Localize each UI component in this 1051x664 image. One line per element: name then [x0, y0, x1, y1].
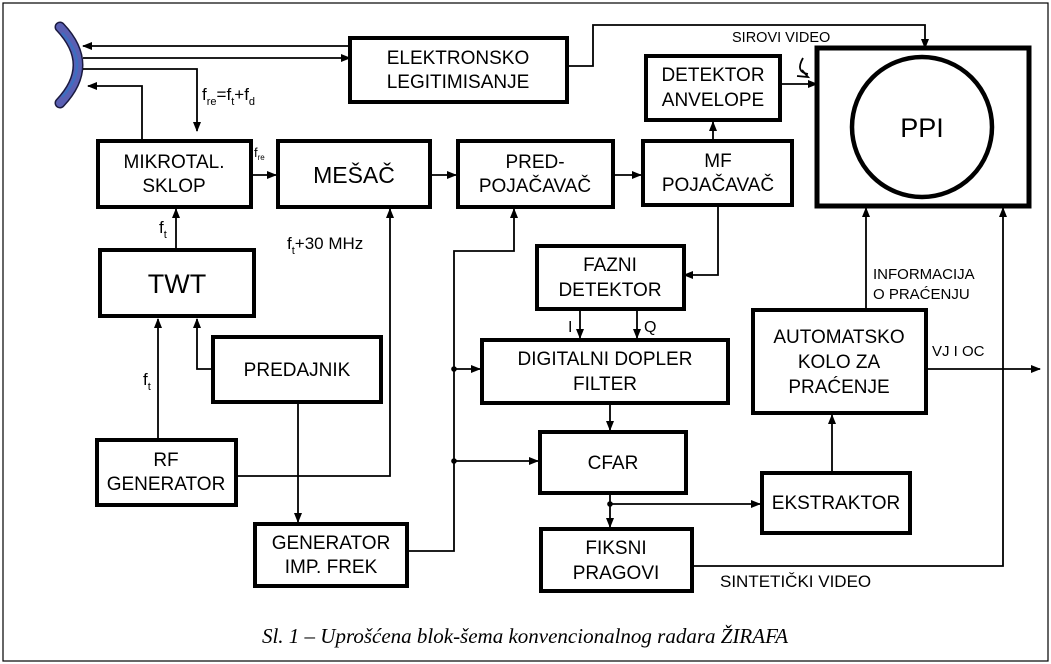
- label-ft-twt-out: ft: [159, 218, 167, 241]
- label-vj-i-oc: VJ I OC: [932, 343, 985, 360]
- signal-wires: [82, 24, 1041, 567]
- antenna-icon: [54, 21, 84, 109]
- block-ekstraktor: EKSTRAKTOR: [760, 471, 912, 535]
- svg-text:GENERATOR: GENERATOR: [107, 474, 226, 495]
- svg-text:ELEKTRONSKO: ELEKTRONSKO: [387, 48, 530, 69]
- svg-text:DIGITALNI DOPLER: DIGITALNI DOPLER: [518, 349, 693, 370]
- svg-text:PPI: PPI: [900, 113, 944, 143]
- svg-text:KOLO ZA: KOLO ZA: [798, 352, 881, 373]
- block-fazni-detektor: FAZNI DETEKTOR: [535, 244, 686, 311]
- block-rf-generator: RF GENERATOR: [95, 438, 238, 507]
- block-digitalni-dopler-filter: DIGITALNI DOPLER FILTER: [480, 338, 730, 405]
- svg-text:ANVELOPE: ANVELOPE: [662, 90, 764, 111]
- svg-text:PRED-: PRED-: [505, 152, 564, 173]
- label-i-output: I: [568, 319, 572, 336]
- svg-text:DETEKTOR: DETEKTOR: [661, 65, 764, 86]
- block-mikrotal-sklop: MIKROTAL. SKLOP: [96, 139, 253, 209]
- label-ft-30mhz: ft+30 MHz: [287, 234, 363, 257]
- block-cfar: CFAR: [538, 430, 688, 495]
- svg-text:DETEKTOR: DETEKTOR: [558, 280, 661, 301]
- svg-text:POJAČAVAČ: POJAČAVAČ: [662, 174, 774, 196]
- svg-text:GENERATOR: GENERATOR: [272, 533, 391, 554]
- svg-text:FIKSNI: FIKSNI: [585, 538, 646, 559]
- svg-text:FILTER: FILTER: [573, 374, 637, 395]
- svg-text:CFAR: CFAR: [588, 453, 639, 474]
- svg-text:FAZNI: FAZNI: [583, 255, 637, 276]
- label-sinteticki-video: SINTETIČKI VIDEO: [720, 572, 871, 591]
- block-pred-pojacavac: PRED- POJAČAVAČ: [456, 139, 615, 209]
- block-fiksni-pragovi: FIKSNI PRAGOVI: [539, 527, 694, 593]
- block-elektronsko-legitimisanje: ELEKTRONSKO LEGITIMISANJE: [348, 36, 569, 104]
- label-sirovi-video: SIROVI VIDEO: [732, 30, 830, 46]
- svg-text:LEGITIMISANJE: LEGITIMISANJE: [387, 72, 530, 93]
- label-q-output: Q: [644, 319, 656, 336]
- svg-text:PRAGOVI: PRAGOVI: [573, 563, 660, 584]
- label-fre-mixer: fre: [254, 145, 265, 162]
- block-automatsko-kolo: AUTOMATSKO KOLO ZA PRAĆENJE: [751, 308, 928, 415]
- svg-text:MIKROTAL.: MIKROTAL.: [124, 152, 225, 173]
- figure-caption: Sl. 1 – Uprošćena blok-šema konvencional…: [262, 624, 788, 648]
- block-ppi: PPI: [814, 45, 1032, 209]
- svg-text:PRAĆENJE: PRAĆENJE: [788, 376, 889, 398]
- svg-text:PREDAJNIK: PREDAJNIK: [244, 360, 351, 381]
- label-fre-equation: fre=ft+fd: [202, 85, 255, 108]
- label-ft-rf-out: ft: [143, 370, 151, 393]
- label-o-pracenju: O PRAĆENJU: [873, 286, 970, 303]
- svg-text:POJAČAVAČ: POJAČAVAČ: [479, 175, 591, 197]
- svg-text:MF: MF: [704, 151, 731, 172]
- svg-text:RF: RF: [153, 450, 178, 471]
- svg-text:MEŠAČ: MEŠAČ: [313, 161, 395, 188]
- block-twt: TWT: [98, 248, 256, 318]
- svg-text:AUTOMATSKO: AUTOMATSKO: [773, 327, 904, 348]
- svg-text:SKLOP: SKLOP: [142, 176, 205, 197]
- block-detektor-anvelope: DETEKTOR ANVELOPE: [644, 54, 782, 122]
- block-mesac: MEŠAČ: [276, 139, 432, 209]
- block-predajnik: PREDAJNIK: [211, 335, 383, 404]
- block-mf-pojacavac: MF POJAČAVAČ: [641, 139, 794, 207]
- svg-text:TWT: TWT: [148, 269, 206, 299]
- block-generator-imp-frek: GENERATOR IMP. FREK: [253, 522, 409, 588]
- svg-text:IMP. FREK: IMP. FREK: [285, 557, 378, 578]
- svg-text:EKSTRAKTOR: EKSTRAKTOR: [772, 493, 900, 514]
- label-informacija: INFORMACIJA: [873, 266, 975, 283]
